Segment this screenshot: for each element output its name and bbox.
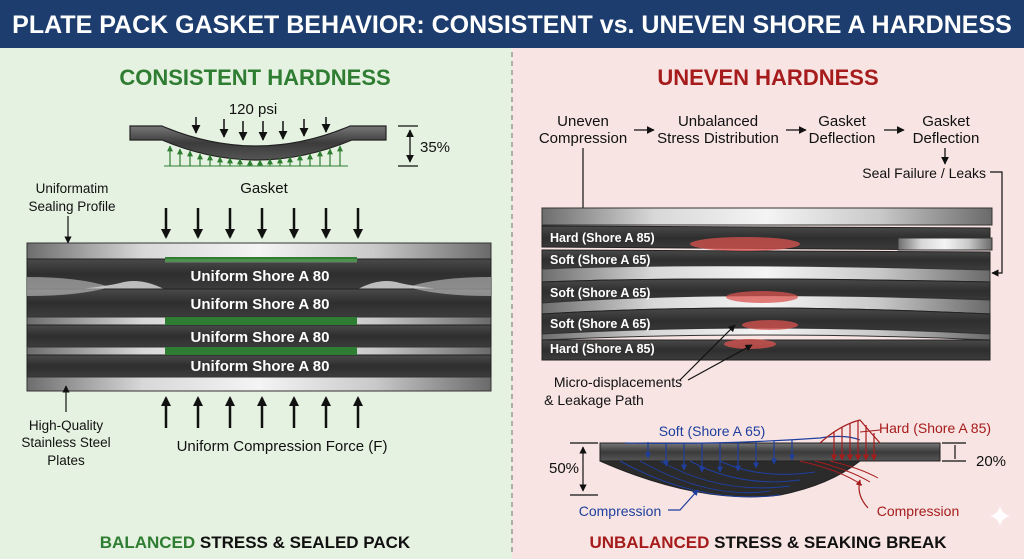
bottom-force-arrows — [161, 396, 363, 428]
soft-stress-curve — [624, 435, 861, 445]
hard-label: Hard (Shore A 85) — [879, 420, 991, 436]
soft-compression-bracket — [570, 442, 598, 496]
micro-label-line1: Micro-displacements — [554, 374, 682, 390]
compression-pct-label: 35% — [420, 139, 450, 156]
hard-stress-arrows — [831, 421, 877, 461]
flow-4-line1: Gasket — [922, 113, 970, 130]
compression-right-label: Compression — [877, 503, 959, 519]
flow-3-line1: Gasket — [818, 113, 866, 130]
micro-pointer-1 — [679, 324, 736, 381]
flow-2-line1: Unbalanced — [678, 113, 758, 130]
compression-right-pointer — [855, 479, 869, 509]
right-footer: UNBALANCED STRESS & SEAKING BREAK — [589, 533, 947, 552]
micro-pointer-2 — [687, 344, 753, 381]
right-footer-highlight: UNBALANCED — [589, 533, 709, 552]
pressure-arrows — [191, 117, 331, 141]
compression-left-label: Compression — [579, 503, 661, 519]
top-force-arrows — [161, 208, 363, 239]
seal-failure-label: Seal Failure / Leaks — [862, 165, 986, 181]
right-layer-1: Hard (Shore A 85) — [550, 231, 655, 245]
gasket-label: Gasket — [240, 180, 288, 197]
plates-label-line3: Plates — [47, 453, 85, 468]
green-support-arrows — [164, 145, 348, 167]
micro-label-line2: & Leakage Path — [544, 392, 644, 408]
sparkle-icon — [990, 506, 1010, 526]
flow-1-line1: Uneven — [557, 113, 609, 130]
right-layer-4: Soft (Shore A 65) — [550, 317, 650, 331]
profile-label-line2: Sealing Profile — [28, 199, 115, 214]
flow-1-line2: Compression — [539, 130, 627, 147]
left-layer-2: Uniform Shore A 80 — [191, 296, 330, 313]
plates-label-line1: High-Quality — [29, 418, 104, 433]
compression-left-pointer — [668, 489, 699, 511]
flow-2-line2: Stress Distribution — [657, 130, 779, 147]
left-footer: BALANCED STRESS & SEALED PACK — [100, 533, 411, 552]
left-footer-highlight: BALANCED — [100, 533, 195, 552]
left-layer-4: Uniform Shore A 80 — [191, 358, 330, 375]
left-heading: CONSISTENT HARDNESS — [119, 65, 390, 90]
hard-pct-label: 20% — [976, 453, 1006, 470]
profile-label-line1: Uniformatim — [36, 181, 109, 196]
hard-compression-bracket — [942, 442, 966, 462]
left-layer-1: Uniform Shore A 80 — [191, 268, 330, 285]
flow-4-line2: Deflection — [913, 130, 980, 147]
left-layer-3: Uniform Shore A 80 — [191, 329, 330, 346]
right-layer-3: Soft (Shore A 65) — [550, 286, 650, 300]
seal-failure-pointer — [990, 171, 1003, 277]
soft-stress-arrows — [645, 440, 795, 473]
right-heading: UNEVEN HARDNESS — [657, 65, 878, 90]
title-bar — [0, 0, 1024, 48]
plates-label-line2: Stainless Steel — [21, 435, 110, 450]
soft-pct-label: 50% — [549, 460, 579, 477]
soft-label: Soft (Shore A 65) — [659, 423, 766, 439]
force-label: Uniform Compression Force (F) — [177, 438, 388, 455]
left-plate-pack — [26, 242, 492, 392]
pressure-label: 120 psi — [229, 101, 277, 118]
right-plate-pack — [541, 207, 993, 361]
right-layer-5: Hard (Shore A 85) — [550, 342, 655, 356]
flow-3-line2: Deflection — [809, 130, 876, 147]
page-title: PLATE PACK GASKET BEHAVIOR: CONSISTENT v… — [12, 11, 1012, 39]
right-footer-rest: STRESS & SEAKING BREAK — [709, 533, 947, 552]
compression-bracket — [398, 125, 418, 167]
left-footer-rest: STRESS & SEALED PACK — [195, 533, 411, 552]
right-layer-2: Soft (Shore A 65) — [550, 253, 650, 267]
